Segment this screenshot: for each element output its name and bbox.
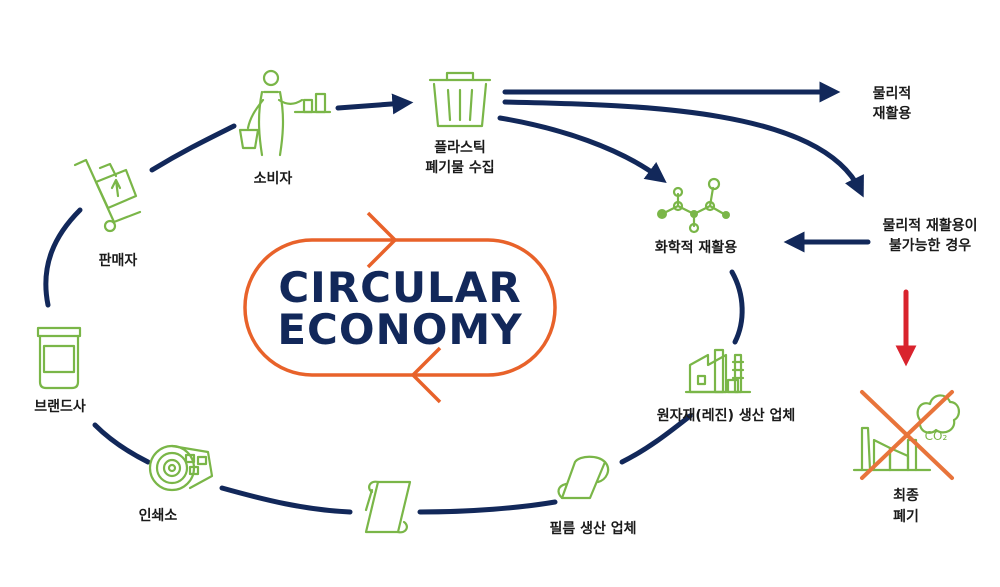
seller-label: 판매자 bbox=[99, 253, 138, 269]
factory-icon bbox=[684, 348, 752, 394]
node-brand: 브랜드사 bbox=[34, 326, 86, 415]
final-label-line2: 폐기 bbox=[893, 509, 919, 525]
connector-printer-to-film bbox=[219, 485, 353, 515]
cycle-connectors bbox=[43, 93, 745, 515]
collection-label-line2: 폐기물 수집 bbox=[425, 159, 494, 176]
final-label-line1: 최종 bbox=[893, 488, 919, 504]
connector-film-to-resin bbox=[619, 413, 693, 465]
node-chemical: 화학적 재활용 bbox=[655, 177, 737, 256]
connector-seller-to-consumer bbox=[149, 123, 237, 173]
node-film-producer: 필름 생산 업체 bbox=[549, 455, 637, 537]
cross-mark-icon bbox=[860, 390, 954, 480]
brand-label: 브랜드사 bbox=[34, 398, 86, 415]
node-consumer: 소비자 bbox=[238, 69, 332, 187]
film-sheet-icon bbox=[557, 455, 610, 500]
film-roll-icon bbox=[364, 480, 412, 534]
connector-brand-to-seller bbox=[43, 207, 83, 308]
consumer-icon bbox=[238, 69, 332, 157]
node-physical-recycling: 물리적 재활용 bbox=[873, 85, 912, 122]
printer-label: 인쇄소 bbox=[139, 507, 178, 524]
printing-roll-icon bbox=[148, 444, 214, 492]
incineration-icon: CO₂ bbox=[852, 394, 960, 472]
connector-film-to-film bbox=[417, 499, 558, 515]
node-seller: 판매자 bbox=[73, 158, 142, 269]
connector-brand-to-printer bbox=[92, 422, 151, 465]
connector-chemical-to-resin bbox=[729, 269, 745, 345]
loop-arrowhead-bottom bbox=[411, 346, 442, 404]
connector-consumer-to-collection bbox=[335, 93, 414, 115]
co2-label: CO₂ bbox=[925, 429, 948, 443]
process-arrows bbox=[497, 81, 917, 367]
loop-arrowhead-top bbox=[366, 211, 397, 269]
hand-truck-icon bbox=[73, 158, 142, 233]
node-resin: 원자재(레진) 생산 업체 bbox=[657, 348, 795, 424]
arrow-to-not-physical bbox=[502, 99, 864, 198]
not-physical-label-line1: 물리적 재활용이 bbox=[882, 217, 977, 234]
circular-loop: CIRCULAR ECONOMY bbox=[243, 211, 557, 404]
chemical-label: 화학적 재활용 bbox=[655, 239, 737, 256]
title-line1: CIRCULAR bbox=[278, 263, 521, 312]
not-physical-label-line2: 불가능한 경우 bbox=[889, 237, 971, 254]
physical-label-line2: 재활용 bbox=[873, 105, 912, 122]
arrow-to-chemical-recycling bbox=[497, 115, 667, 184]
physical-label-line1: 물리적 bbox=[873, 85, 912, 102]
title-line2: ECONOMY bbox=[277, 305, 522, 354]
loop-ring bbox=[243, 238, 557, 377]
node-final-disposal: CO₂ 최종 폐기 bbox=[852, 390, 960, 525]
jar-icon bbox=[36, 326, 82, 390]
node-not-physical: 물리적 재활용이 불가능한 경우 bbox=[882, 217, 977, 254]
node-collection: 플라스틱 폐기물 수집 bbox=[425, 71, 495, 176]
node-film-sheet bbox=[364, 480, 412, 534]
node-printer: 인쇄소 bbox=[139, 444, 214, 524]
consumer-label: 소비자 bbox=[254, 171, 293, 187]
collection-label-line1: 플라스틱 bbox=[434, 139, 486, 156]
film-producer-label: 필름 생산 업체 bbox=[549, 520, 636, 537]
molecule-icon bbox=[657, 177, 730, 234]
resin-label: 원자재(레진) 생산 업체 bbox=[657, 407, 795, 424]
trash-bin-icon bbox=[428, 71, 492, 128]
